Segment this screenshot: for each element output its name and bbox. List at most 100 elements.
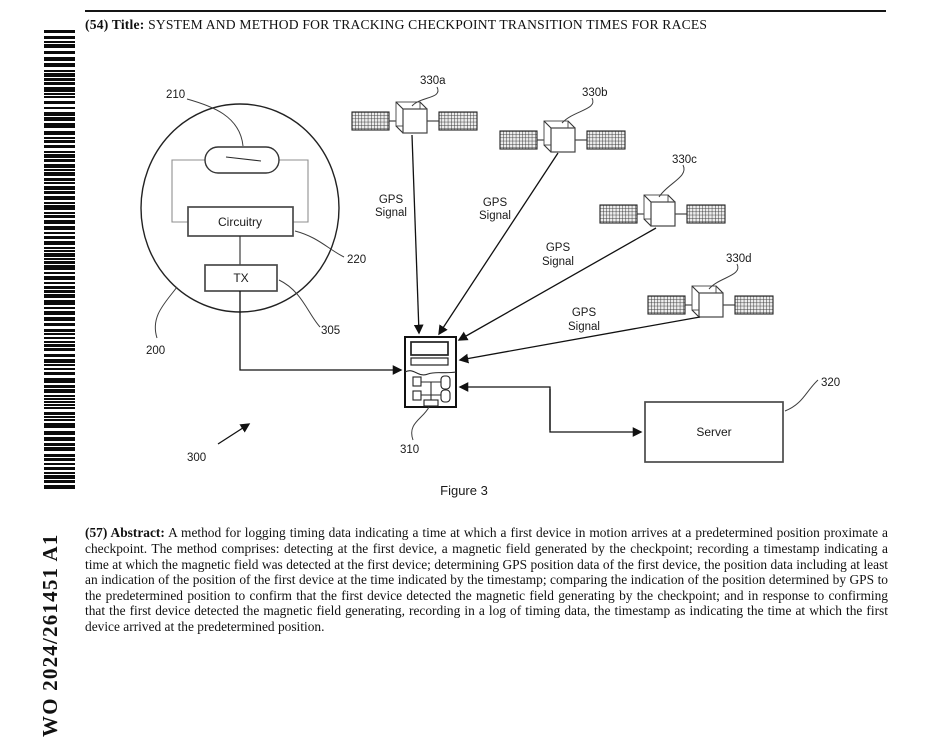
title-field-code: (54) Title: — [85, 17, 145, 32]
barcode-bar — [44, 178, 75, 181]
leader-320 — [784, 379, 819, 412]
leader-310 — [411, 406, 430, 441]
barcode-bar — [44, 463, 75, 465]
svg-text:Signal: Signal — [375, 207, 407, 219]
leader-330b — [561, 97, 594, 124]
barcode-bar — [44, 30, 75, 33]
satellite-330d-icon — [647, 285, 774, 318]
leader-220 — [294, 230, 345, 258]
ref-330c: 330c — [672, 154, 697, 166]
barcode-bar — [44, 226, 75, 230]
barcode-bar — [44, 220, 75, 224]
barcode-bar — [44, 458, 75, 461]
barcode-bar — [44, 253, 75, 257]
barcode-bar — [44, 294, 75, 298]
barcode-bar — [44, 307, 75, 309]
barcode-bar — [44, 250, 75, 252]
title-line: (54) Title: SYSTEM AND METHOD FOR TRACKI… — [85, 17, 895, 33]
ref-330d: 330d — [726, 253, 752, 265]
barcode-bar — [44, 348, 75, 351]
svg-text:GPS: GPS — [546, 242, 571, 254]
server-label: Server — [696, 425, 731, 439]
barcode-bar — [44, 117, 75, 121]
barcode-bar — [44, 333, 75, 335]
barcode-bar — [44, 423, 75, 428]
barcode-bar — [44, 329, 75, 332]
gps-signal-line-a — [411, 134, 424, 335]
ref-305: 305 — [321, 325, 340, 337]
leader-305 — [278, 279, 321, 328]
satellite-330b-icon — [499, 120, 626, 153]
barcode — [44, 30, 75, 496]
barcode-bar — [44, 169, 75, 171]
system-300-arrow — [217, 423, 251, 445]
svg-text:GPS: GPS — [483, 197, 508, 209]
gps-signal-line-c — [457, 227, 657, 341]
barcode-bar — [44, 454, 75, 457]
abstract-text: A method for logging timing data indicat… — [85, 525, 888, 634]
barcode-bar — [44, 431, 75, 435]
server-box — [644, 401, 784, 463]
gps-signal-line-d — [458, 316, 701, 364]
leader-330a — [411, 86, 439, 107]
barcode-bar — [44, 159, 75, 162]
barcode-bar — [44, 196, 75, 200]
magnetic-switch — [204, 146, 280, 174]
leader-330c — [658, 164, 685, 198]
barcode-bar — [44, 41, 75, 43]
svg-text:Signal: Signal — [479, 210, 511, 222]
ref-200: 200 — [146, 345, 165, 357]
svg-text:Signal: Signal — [568, 321, 600, 333]
tx-signal-line — [239, 291, 403, 375]
svg-text:GPS: GPS — [572, 307, 597, 319]
barcode-bar — [44, 398, 75, 400]
barcode-bar — [44, 44, 75, 48]
ref-330b: 330b — [582, 87, 608, 99]
tx-box — [204, 264, 278, 292]
barcode-bar — [44, 205, 75, 210]
barcode-bar — [44, 290, 75, 293]
gps-signal-label-a: GPS Signal — [375, 194, 407, 219]
barcode-bar — [44, 412, 75, 415]
svg-text:GPS: GPS — [379, 194, 404, 206]
barcode-bar — [44, 112, 75, 116]
satellite-330a-icon — [351, 101, 478, 134]
gps-signal-label-c: GPS Signal — [542, 242, 574, 268]
publication-number: WO 2024/261451 A1 — [38, 533, 62, 737]
barcode-bar — [44, 359, 75, 363]
checkpoint-assembly: Circuitry TX — [140, 103, 340, 313]
barcode-bar — [44, 131, 75, 135]
barcode-bar — [44, 258, 75, 260]
barcode-bar — [44, 323, 75, 326]
barcode-bar — [44, 282, 75, 284]
gps-signal-line-b — [438, 152, 559, 336]
barcode-bar — [44, 378, 75, 383]
ref-330a: 330a — [420, 75, 446, 87]
barcode-bar — [44, 368, 75, 370]
barcode-bar — [44, 36, 75, 39]
gps-device — [404, 336, 457, 408]
barcode-bar — [44, 164, 75, 168]
barcode-bar — [44, 364, 75, 366]
barcode-bar — [44, 443, 75, 446]
barcode-bar — [44, 311, 75, 315]
barcode-bar — [44, 123, 75, 128]
barcode-bar — [44, 395, 75, 397]
barcode-bar — [44, 389, 75, 393]
barcode-bar — [44, 241, 75, 245]
svg-text:Signal: Signal — [542, 256, 574, 268]
ref-300: 300 — [187, 452, 206, 464]
device-to-server-line — [549, 389, 643, 437]
barcode-bar — [44, 401, 75, 403]
barcode-bar — [44, 480, 75, 483]
satellite-330c-icon — [599, 194, 726, 227]
barcode-bar — [44, 212, 75, 214]
barcode-bar — [44, 70, 75, 72]
abstract-paragraph: (57) Abstract: A method for logging timi… — [85, 525, 888, 634]
barcode-bar — [44, 96, 75, 98]
barcode-bar — [44, 107, 75, 109]
circuitry-label: Circuitry — [218, 215, 262, 229]
barcode-bar — [44, 261, 75, 264]
abstract-field-code: (57) Abstract: — [85, 525, 165, 541]
